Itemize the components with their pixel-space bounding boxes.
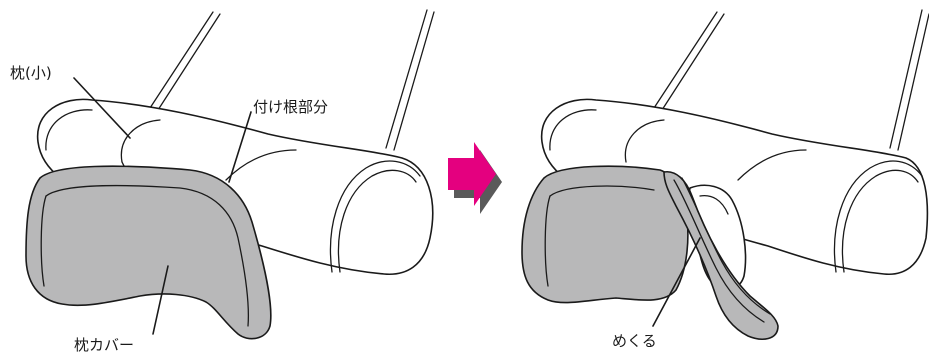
pillow-cover: [25, 165, 272, 340]
base-part-leader: [228, 111, 252, 183]
headrest-rods: [149, 9, 435, 151]
arrow-front: [448, 142, 496, 206]
pillow-cover-leader: [152, 265, 169, 335]
headrest-rods-after: [653, 9, 929, 151]
pillow-small-label: 枕(小): [10, 64, 52, 82]
cover-seam: [45, 184, 250, 327]
after-illustration: めくる: [521, 9, 929, 350]
pillow-small-leader: [73, 77, 131, 139]
pillow-cover-after: [521, 165, 689, 304]
flip-leader: [652, 237, 701, 327]
before-illustration: 枕(小) 付け根部分 枕カバー: [10, 9, 435, 354]
base-part-label: 付け根部分: [253, 98, 328, 116]
flip-label: めくる: [612, 332, 657, 350]
right-wing-edge: [329, 160, 421, 273]
right-arrow-icon: [448, 142, 502, 214]
cover-flap-seam: [673, 179, 765, 323]
pillow-cover-label: 枕カバー: [74, 336, 134, 354]
small-pillow-edge: [120, 119, 161, 163]
